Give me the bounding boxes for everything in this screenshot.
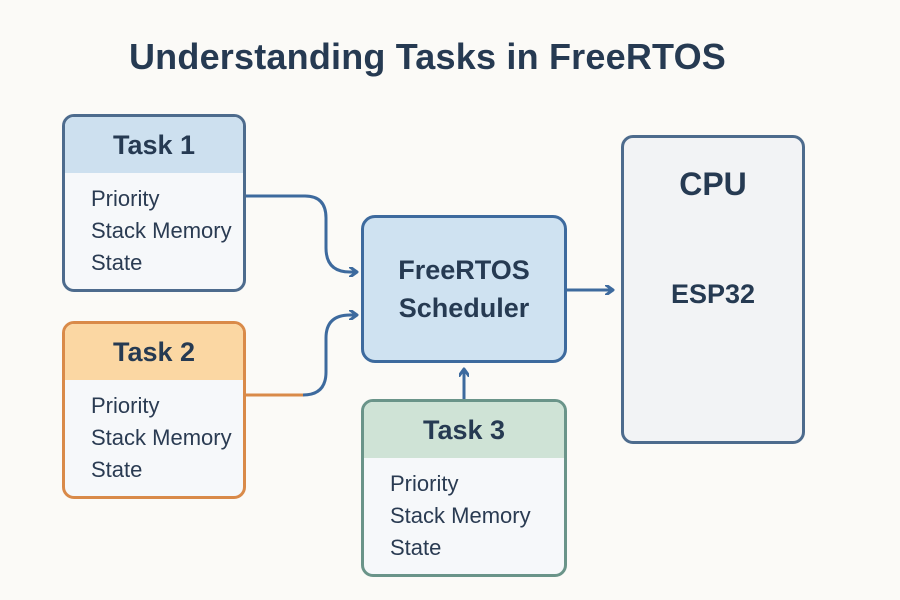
task-field: Priority bbox=[91, 186, 160, 211]
scheduler-label-line2: Scheduler bbox=[398, 293, 530, 323]
task-field: State bbox=[91, 457, 143, 482]
arrow-task2-to-scheduler bbox=[302, 315, 356, 397]
task-3-fields: Priority Stack Memory State bbox=[364, 458, 564, 564]
task-2-box: Task 2 Priority Stack Memory State bbox=[62, 321, 246, 499]
task-3-box: Task 3 Priority Stack Memory State bbox=[361, 399, 567, 577]
task-field: Priority bbox=[390, 471, 459, 496]
cpu-box: CPU ESP32 bbox=[621, 135, 805, 444]
scheduler-label-line1: FreeRTOS bbox=[398, 255, 530, 285]
task-field: Stack Memory bbox=[91, 425, 232, 450]
task-field: State bbox=[91, 250, 143, 275]
task-field: Priority bbox=[91, 393, 160, 418]
task-3-header: Task 3 bbox=[364, 402, 564, 458]
task-field: State bbox=[390, 535, 442, 560]
task-1-fields: Priority Stack Memory State bbox=[65, 173, 243, 279]
task-2-header: Task 2 bbox=[65, 324, 243, 380]
task-2-fields: Priority Stack Memory State bbox=[65, 380, 243, 486]
arrow-task1-to-scheduler bbox=[246, 194, 356, 272]
task-1-header: Task 1 bbox=[65, 117, 243, 173]
diagram-title: Understanding Tasks in FreeRTOS bbox=[128, 36, 726, 77]
cpu-title: CPU bbox=[679, 166, 747, 202]
task-field: Stack Memory bbox=[390, 503, 531, 528]
task-1-box: Task 1 Priority Stack Memory State bbox=[62, 114, 246, 292]
task-field: Stack Memory bbox=[91, 218, 232, 243]
cpu-chip-label: ESP32 bbox=[670, 279, 756, 309]
scheduler-box: FreeRTOS Scheduler bbox=[361, 215, 567, 363]
